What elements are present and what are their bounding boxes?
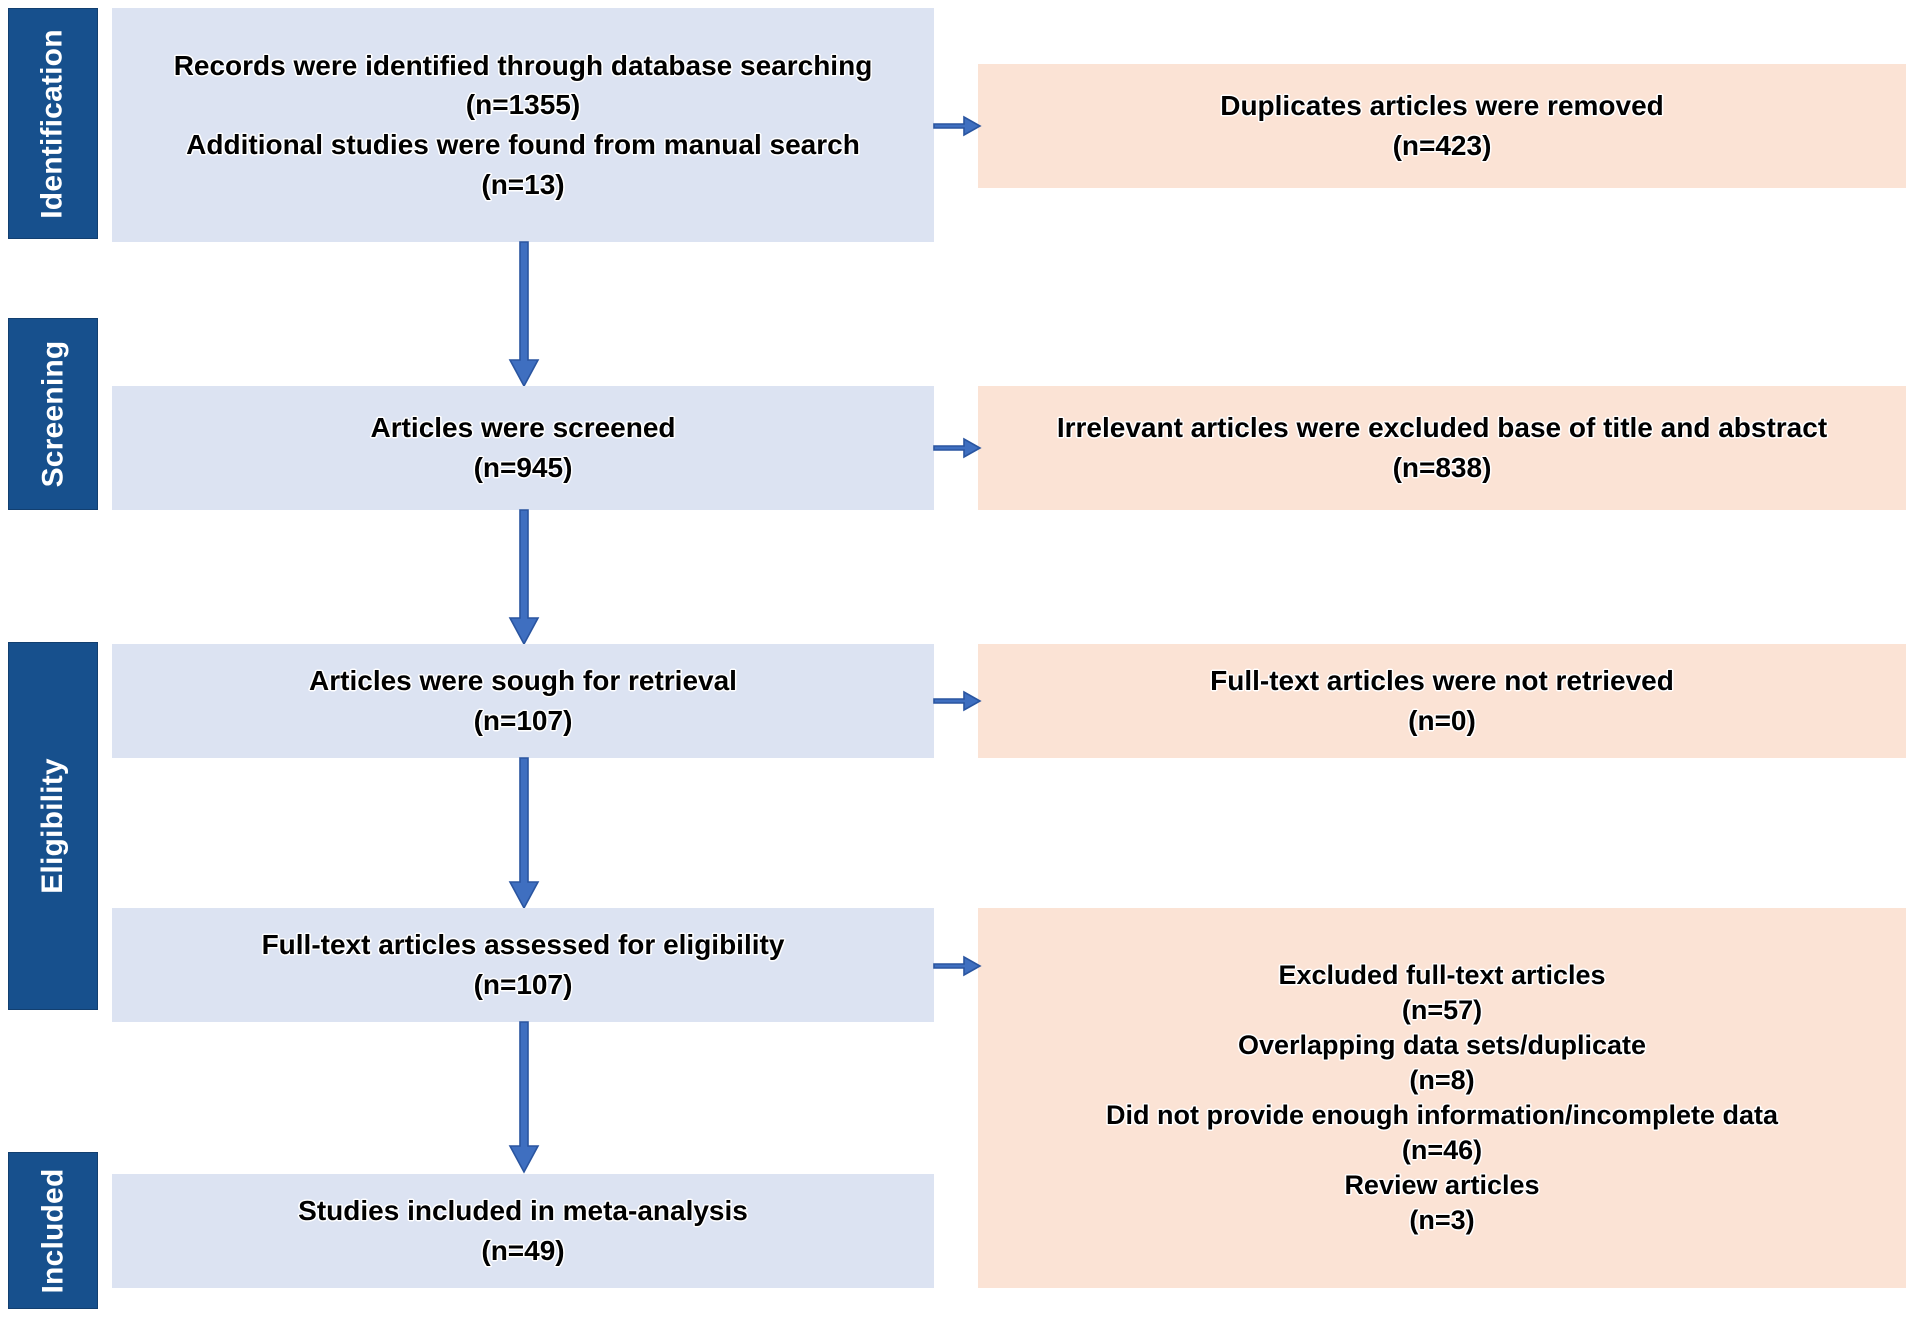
stage-label-screening: Screening [36, 340, 70, 488]
stage-bar-eligibility: Eligibility [8, 642, 98, 1010]
arrow-eligibility-to-included [506, 1021, 546, 1174]
arrow-retrieval-to-eligibility [506, 757, 546, 910]
box-line: (n=423) [1392, 130, 1492, 161]
box-line: (n=945) [473, 452, 573, 483]
box-studies-included-meta-analysis: Studies included in meta-analysis (n=49) [112, 1174, 934, 1288]
stage-label-included: Included [36, 1168, 70, 1293]
box-line: (n=8) [1409, 1064, 1475, 1095]
box-line: Additional studies were found from manua… [186, 129, 860, 160]
box-excluded-fulltext-articles: Excluded full-text articles (n=57) Overl… [978, 908, 1906, 1288]
box-fulltext-assessed-eligibility: Full-text articles assessed for eligibil… [112, 908, 934, 1022]
arrow-identification-to-duplicates [933, 112, 982, 140]
box-line: (n=13) [481, 168, 565, 200]
box-line: Irrelevant articles were excluded base o… [1056, 412, 1828, 444]
arrow-identification-to-screening [506, 241, 546, 388]
arrow-screening-to-irrelevant [933, 434, 982, 462]
box-line: (n=107) [473, 705, 573, 736]
box-articles-sought-retrieval: Articles were sough for retrieval (n=107… [112, 644, 934, 758]
box-line: (n=49) [481, 1235, 565, 1266]
arrow-eligibility-to-excluded [933, 952, 982, 980]
box-line: Records were identified through database… [173, 49, 873, 81]
box-irrelevant-excluded: Irrelevant articles were excluded base o… [978, 386, 1906, 510]
box-line: Articles were screened [370, 412, 676, 444]
stage-bar-included: Included [8, 1152, 98, 1309]
box-line: Duplicates articles were removed [1220, 90, 1664, 122]
box-line: Did not provide enough information/incom… [1105, 1100, 1778, 1130]
stage-bar-screening: Screening [8, 318, 98, 510]
box-duplicates-removed: Duplicates articles were removed (n=423) [978, 64, 1906, 188]
box-line: (n=57) [1401, 994, 1483, 1025]
arrow-retrieval-to-not-retrieved [933, 687, 982, 715]
box-line: Studies included in meta-analysis [298, 1195, 748, 1227]
box-line: Articles were sough for retrieval [309, 665, 737, 697]
box-line: Overlapping data sets/duplicate [1237, 1029, 1647, 1060]
stage-label-eligibility: Eligibility [36, 758, 70, 894]
box-line: (n=838) [1392, 452, 1492, 483]
box-line: Full-text articles assessed for eligibil… [261, 929, 785, 961]
box-fulltext-not-retrieved: Full-text articles were not retrieved (n… [978, 644, 1906, 758]
box-line: (n=3) [1409, 1205, 1475, 1236]
box-line: (n=46) [1401, 1135, 1483, 1166]
box-articles-screened: Articles were screened (n=945) [112, 386, 934, 510]
box-records-identified: Records were identified through database… [112, 8, 934, 242]
box-line: Excluded full-text articles [1278, 959, 1606, 990]
box-line: (n=1355) [465, 89, 581, 121]
box-line: Full-text articles were not retrieved [1210, 665, 1674, 697]
stage-bar-identification: Identification [8, 8, 98, 239]
arrow-screening-to-retrieval [506, 509, 546, 646]
box-line: (n=107) [473, 969, 573, 1000]
box-line: Review articles [1344, 1170, 1540, 1201]
box-line: (n=0) [1408, 705, 1476, 736]
stage-label-identification: Identification [36, 28, 69, 219]
